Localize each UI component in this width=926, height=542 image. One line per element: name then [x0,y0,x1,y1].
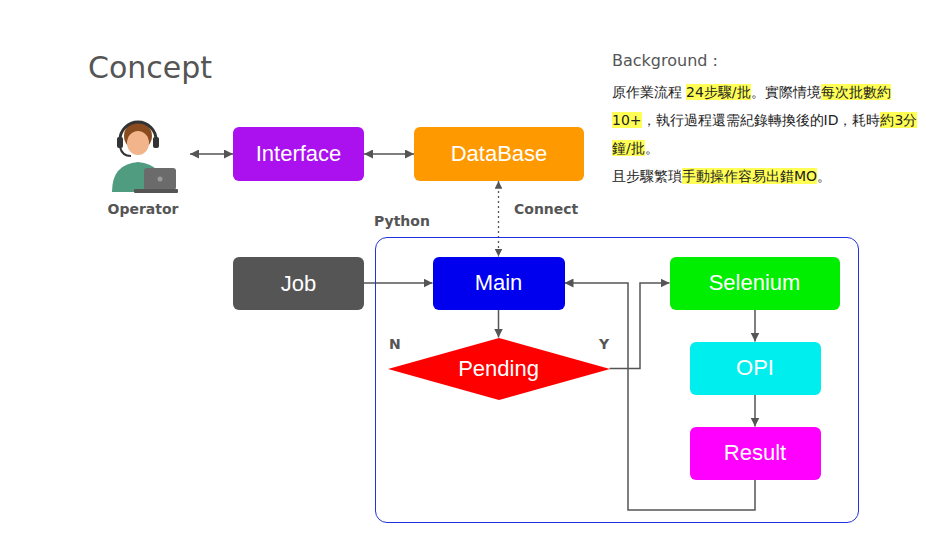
connector [364,153,414,155]
result-box: Result [690,427,821,480]
node-text: DataBase [451,141,548,167]
operator-earpiece [153,137,159,148]
note-text: 原作業流程 [612,84,682,100]
diagram-title: Concept [88,50,212,85]
connector [610,283,670,369]
branch-label: N [389,336,401,352]
operator-laptop-logo [158,177,163,182]
operator-earpiece [117,137,123,148]
background-paragraph: 且步驟繁瑣手動操作容易出錯MO。 [612,162,918,190]
highlighted-note: 24步驟/批 [686,84,751,100]
note-text: 且步驟繁瑣 [612,168,682,184]
node-text: Result [724,440,786,466]
node-text: Selenium [709,270,801,296]
python-group: PythonMainPendingSeleniumOPIResult [375,237,859,523]
node-text: Job [281,271,316,297]
main-box: Main [433,257,565,310]
node-text: Python [374,213,430,229]
connector [754,310,756,342]
node-text: Pending [458,356,539,382]
node-text: Operator [98,201,188,217]
edge-label: Connect [513,201,579,217]
background-heading: Background : [612,51,718,70]
operator-headset [120,122,156,140]
node-text: OPI [736,355,774,381]
operator-mic [120,147,131,156]
connector [190,153,233,155]
note-text: 。實際情境 [751,84,821,100]
opi-box: OPI [690,342,821,395]
note-text: ，執行過程還需紀錄轉換後的ID，耗時 [642,112,881,128]
database-box: DataBase [414,127,584,181]
node-text: Main [475,270,523,296]
job-box: Job [233,257,364,310]
operator-figure: Operator [98,112,188,220]
operator-laptop [144,168,176,190]
note-text: 。 [645,140,659,156]
node-text: Interface [256,141,342,167]
selenium-box: Selenium [670,257,840,310]
operator-icon [98,112,188,196]
connector [498,181,499,257]
decision-diamond: Pending [388,338,610,400]
note-text: 。 [817,168,831,184]
connector [754,395,756,427]
diamond-outline [388,338,610,400]
connector [498,310,500,338]
edge-label: Y [598,336,610,352]
interface-box: Interface [233,127,364,181]
highlighted-note: 手動操作容易出錯MO [682,168,817,184]
operator-laptop-base [134,189,178,193]
background-paragraph: 原作業流程24步驟/批。實際情境每次批數約10+，執行過程還需紀錄轉換後的ID，… [612,78,918,162]
operator-face [127,131,149,155]
